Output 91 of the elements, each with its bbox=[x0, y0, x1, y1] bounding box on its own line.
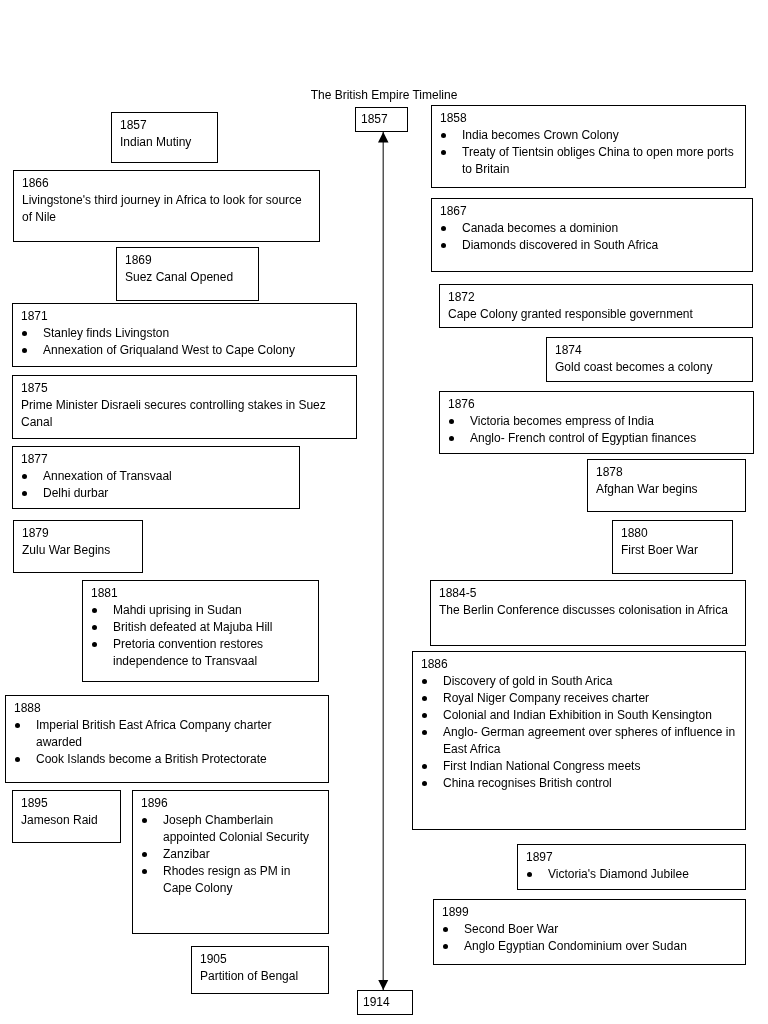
list-item-text: Victoria's Diamond Jubilee bbox=[548, 866, 690, 883]
event-text: Livingstone's third journey in Africa to look for source of Nile bbox=[22, 192, 303, 226]
year-label: 1857 bbox=[120, 117, 148, 134]
list-item-text: Rhodes resign as PM in Cape Colony bbox=[163, 863, 292, 897]
year-label: 1871 bbox=[21, 308, 49, 325]
event-text: Afghan War begins bbox=[596, 481, 699, 498]
list-item-text: Zanzibar bbox=[163, 846, 211, 863]
event-box bbox=[13, 170, 320, 242]
year-label: 1858 bbox=[440, 110, 468, 127]
list-item-text: Stanley finds Livingston bbox=[43, 325, 171, 342]
list-item-text: China recognises British control bbox=[443, 775, 613, 792]
list-item-text: Royal Niger Company receives charter bbox=[443, 690, 651, 707]
list-item-text: Anglo Egyptian Condominium over Sudan bbox=[464, 938, 688, 955]
event-box bbox=[412, 651, 746, 830]
list-item-text: Joseph Chamberlain appointed Colonial Security bbox=[163, 812, 311, 846]
event-box bbox=[132, 790, 329, 934]
year-label: 1880 bbox=[621, 525, 649, 542]
year-label: 1914 bbox=[363, 994, 391, 1011]
list-item-text: Anglo- German agreement over spheres of influence in East Africa bbox=[443, 724, 737, 758]
list-item-text: Delhi durbar bbox=[43, 485, 110, 502]
year-label: 1877 bbox=[21, 451, 49, 468]
list-item-text: Diamonds discovered in South Africa bbox=[462, 237, 660, 254]
event-box bbox=[431, 198, 753, 272]
diagram-title: The British Empire Timeline bbox=[310, 88, 458, 102]
year-label: 1874 bbox=[555, 342, 583, 359]
list-item-text: India becomes Crown Colony bbox=[462, 127, 620, 144]
event-box bbox=[430, 580, 746, 646]
event-box bbox=[116, 247, 259, 301]
year-box bbox=[357, 990, 413, 1015]
event-box bbox=[12, 446, 300, 509]
double-headed-arrow bbox=[378, 131, 389, 991]
year-label: 1878 bbox=[596, 464, 624, 481]
year-label: 1897 bbox=[526, 849, 554, 866]
event-text: Partition of Bengal bbox=[200, 968, 300, 985]
event-box bbox=[439, 391, 754, 454]
event-box bbox=[439, 284, 753, 328]
list-item-text: Pretoria convention restores independence to Transvaal bbox=[113, 636, 265, 670]
list-item-text: Discovery of gold in South Arica bbox=[443, 673, 614, 690]
list-item-text: Treaty of Tientsin obliges China to open more ports to Britain bbox=[462, 144, 735, 178]
list-item-text: Cook Islands become a British Protectorate bbox=[36, 751, 268, 768]
event-box bbox=[12, 790, 121, 843]
list-item-text: Imperial British East Africa Company charter awarded bbox=[36, 717, 273, 751]
list-item-text: British defeated at Majuba Hill bbox=[113, 619, 274, 636]
event-box bbox=[5, 695, 329, 783]
event-box bbox=[82, 580, 319, 682]
year-label: 1888 bbox=[14, 700, 42, 717]
year-label: 1875 bbox=[21, 380, 49, 397]
year-label: 1895 bbox=[21, 795, 49, 812]
list-item-text: Canada becomes a dominion bbox=[462, 220, 620, 237]
year-label: 1857 bbox=[361, 111, 389, 128]
event-text: Zulu War Begins bbox=[22, 542, 112, 559]
event-box bbox=[517, 844, 746, 890]
year-label: 1876 bbox=[448, 396, 476, 413]
event-box bbox=[12, 375, 357, 439]
year-label: 1886 bbox=[421, 656, 449, 673]
year-label: 1866 bbox=[22, 175, 50, 192]
year-label: 1896 bbox=[141, 795, 169, 812]
event-box bbox=[431, 105, 746, 188]
list-item-text: Anglo- French control of Egyptian finances bbox=[470, 430, 698, 447]
event-box bbox=[191, 946, 329, 994]
event-text: Jameson Raid bbox=[21, 812, 99, 829]
list-item-text: Annexation of Transvaal bbox=[43, 468, 173, 485]
event-text: Cape Colony granted responsible government bbox=[448, 306, 694, 323]
event-text: Gold coast becomes a colony bbox=[555, 359, 714, 376]
year-label: 1899 bbox=[442, 904, 470, 921]
year-label: 1867 bbox=[440, 203, 468, 220]
year-box bbox=[355, 107, 408, 132]
year-label: 1881 bbox=[91, 585, 119, 602]
year-label: 1872 bbox=[448, 289, 476, 306]
event-text: The Berlin Conference discusses colonisation in Africa bbox=[439, 602, 729, 619]
year-label: 1905 bbox=[200, 951, 228, 968]
year-label: 1884-5 bbox=[439, 585, 478, 602]
list-item-text: Annexation of Griqualand West to Cape Colony bbox=[43, 342, 296, 359]
event-box bbox=[587, 459, 746, 512]
list-item-text: Colonial and Indian Exhibition in South Kensington bbox=[443, 707, 713, 724]
list-item-text: Second Boer War bbox=[464, 921, 560, 938]
event-text: First Boer War bbox=[621, 542, 699, 559]
year-label: 1879 bbox=[22, 525, 50, 542]
event-text: Indian Mutiny bbox=[120, 134, 193, 151]
event-box bbox=[612, 520, 733, 574]
event-text: Suez Canal Opened bbox=[125, 269, 235, 286]
event-box bbox=[111, 112, 218, 163]
event-box bbox=[433, 899, 746, 965]
event-box bbox=[13, 520, 143, 573]
year-label: 1869 bbox=[125, 252, 153, 269]
event-text: Prime Minister Disraeli secures controlling stakes in Suez Canal bbox=[21, 397, 327, 431]
list-item-text: Victoria becomes empress of India bbox=[470, 413, 655, 430]
event-box bbox=[546, 337, 753, 382]
list-item-text: Mahdi uprising in Sudan bbox=[113, 602, 243, 619]
event-box bbox=[12, 303, 357, 367]
list-item-text: First Indian National Congress meets bbox=[443, 758, 642, 775]
